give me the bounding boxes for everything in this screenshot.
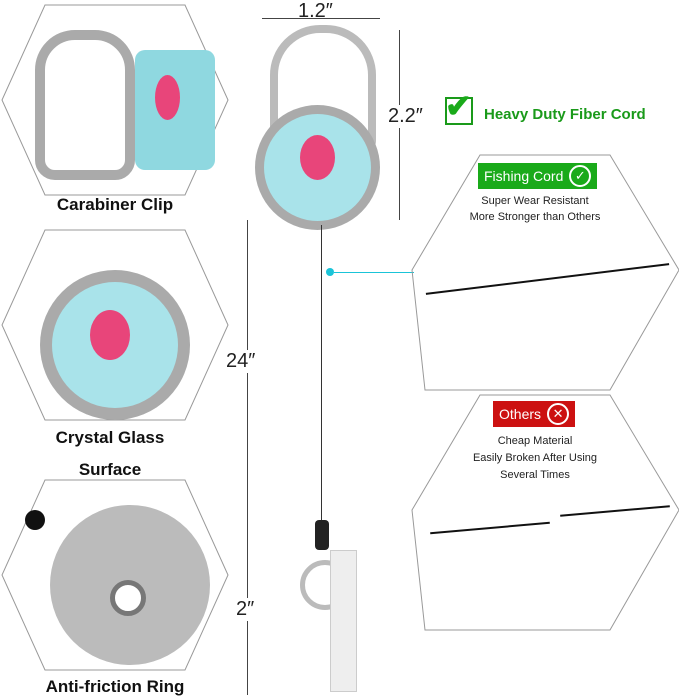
cord-line xyxy=(321,225,322,525)
right-panel-frames xyxy=(411,154,679,631)
width-dim-line xyxy=(262,18,380,19)
width-dim-label: 1.2″ xyxy=(298,0,333,22)
fishing-cord-desc-1: Super Wear Resistant xyxy=(481,195,589,207)
key-clip-image xyxy=(300,520,380,692)
others-desc-2: Easily Broken After Using xyxy=(472,452,598,464)
height-dim-label: 2.2″ xyxy=(388,105,423,128)
anti-friction-ring-image xyxy=(20,495,210,665)
x-circle-icon: ✕ xyxy=(547,403,570,425)
carabiner-clip-label: Carabiner Clip xyxy=(56,195,174,214)
others-desc-3: Several Times xyxy=(500,469,570,481)
others-badge-label: Others xyxy=(499,406,542,422)
cord-connector-line xyxy=(334,272,414,273)
fishing-cord-badge-label: Fishing Cord xyxy=(484,168,564,184)
cord-dot xyxy=(326,268,334,276)
others-desc-1: Cheap Material xyxy=(497,435,573,447)
check-circle-icon: ✓ xyxy=(569,165,592,187)
fishing-cord-desc-2: More Stronger than Others xyxy=(469,211,601,223)
others-badge: Others ✕ xyxy=(493,401,576,427)
anti-friction-ring-label: Anti-friction Ring xyxy=(45,677,185,696)
crystal-glass-label-1: Crystal Glass xyxy=(55,428,165,447)
clip-dim-label: 2″ xyxy=(236,598,255,621)
headline-text: Heavy Duty Fiber Cord xyxy=(484,106,646,123)
crystal-glass-image xyxy=(40,250,200,420)
badge-reel-image xyxy=(255,25,385,230)
left-hexagon-frames xyxy=(1,4,229,671)
carabiner-clip-image xyxy=(25,20,215,180)
cord-dim-label: 24″ xyxy=(226,350,256,373)
checkbox-check-icon: ✔ xyxy=(445,88,473,125)
fishing-cord-badge: Fishing Cord ✓ xyxy=(478,163,598,189)
crystal-glass-label-2: Surface xyxy=(78,460,142,479)
